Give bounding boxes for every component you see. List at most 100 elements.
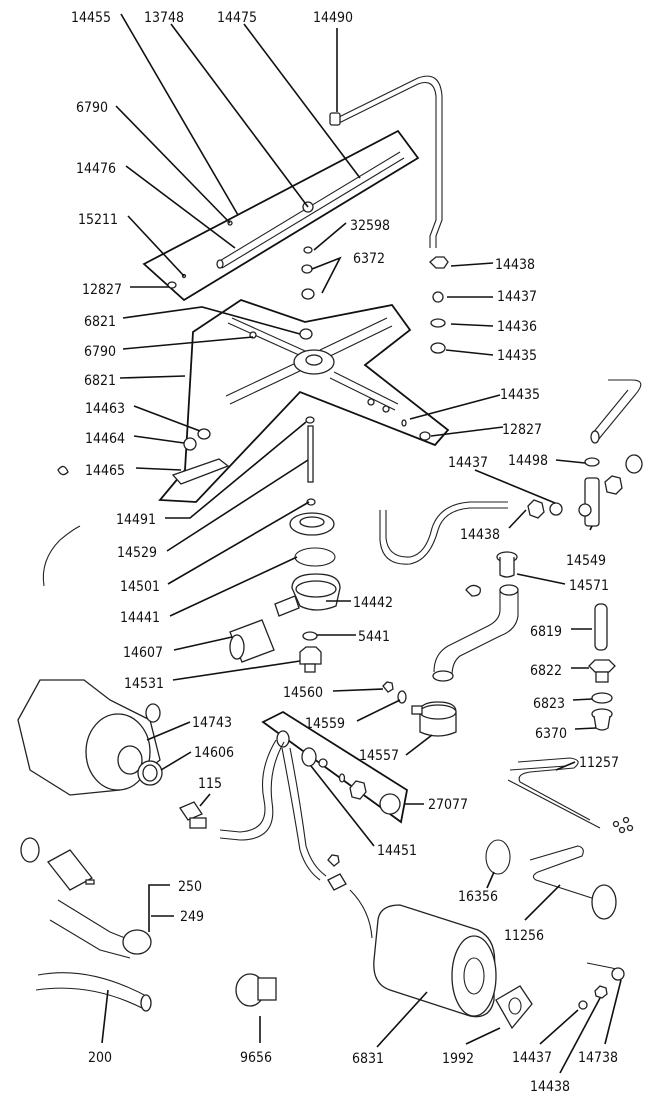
plug-12827	[419, 431, 431, 441]
leader-14606	[160, 751, 192, 771]
nut-14436	[430, 318, 446, 328]
flange-body	[499, 557, 515, 578]
label-14437: 14437	[512, 1050, 552, 1066]
middle-parts-group	[179, 681, 457, 939]
upper-spray-tube-edge	[221, 157, 405, 269]
leader-11256	[524, 884, 561, 921]
cap-part	[20, 837, 40, 863]
element-nut-2	[622, 816, 630, 824]
fitting-thread	[304, 663, 316, 673]
leader-14491	[165, 421, 307, 519]
label-14557: 14557	[359, 748, 399, 764]
gasket-14451	[301, 747, 317, 767]
label-14455: 14455	[71, 10, 111, 26]
leader-14435a	[445, 349, 494, 356]
arm-ne	[319, 317, 388, 351]
nut-14438	[429, 256, 449, 269]
nut-6822-thread	[595, 671, 609, 683]
element-11256-flange	[591, 884, 617, 920]
s-pipe-bottom	[432, 670, 454, 682]
label-14606: 14606	[194, 745, 234, 761]
right-bent-pipe	[597, 379, 642, 441]
label-14441: 14441	[120, 610, 160, 626]
label-6821: 6821	[84, 373, 116, 389]
pump-outlet	[117, 745, 143, 775]
feed-pipe-edge	[336, 81, 437, 248]
rod-6819	[594, 603, 608, 651]
oring-5441	[302, 631, 318, 641]
shaft-group	[229, 416, 341, 673]
arm-ne-edge	[325, 325, 393, 359]
hose-down-edge	[289, 747, 327, 877]
capacitor-stud	[85, 879, 95, 885]
hose-left	[219, 739, 277, 833]
pump-motor-group	[17, 679, 163, 796]
label-14438: 14438	[530, 1079, 570, 1095]
arm-nw	[227, 322, 311, 361]
label-14451: 14451	[377, 843, 417, 859]
leader-13748	[170, 23, 309, 208]
label-6372: 6372	[353, 251, 385, 267]
label-14464: 14464	[85, 431, 125, 447]
label-249: 249	[180, 909, 204, 925]
leader-14498	[555, 459, 586, 464]
pipe-nozzle	[329, 112, 341, 126]
lower-tray-outline	[158, 299, 450, 503]
label-14435: 14435	[500, 387, 540, 403]
label-14436: 14436	[497, 319, 537, 335]
label-14607: 14607	[123, 645, 163, 661]
leader-6372	[311, 256, 342, 294]
label-5441: 5441	[358, 629, 390, 645]
arm-sw	[229, 369, 303, 405]
tank-end	[451, 935, 497, 1017]
label-32598: 32598	[350, 218, 390, 234]
loose-wire	[42, 525, 81, 587]
leader-14529	[166, 459, 309, 552]
leader-14560	[332, 688, 384, 692]
label-14491: 14491	[116, 512, 156, 528]
valve-nut	[604, 475, 623, 495]
leader-14743	[146, 721, 191, 741]
leader-14557	[405, 734, 433, 756]
valve-115-port	[189, 817, 207, 829]
shaft-washer	[305, 416, 315, 424]
sleeve-14437c	[578, 1000, 588, 1010]
right-pipe-end	[590, 430, 600, 444]
tank-hose	[349, 889, 373, 939]
oring-14463	[197, 428, 211, 440]
seal-14465	[171, 458, 230, 485]
fitting-14531	[299, 646, 322, 665]
arm-se-edge	[333, 371, 399, 405]
element-nut-3	[618, 826, 626, 834]
leader-14438c	[559, 997, 601, 1074]
u-pipe	[379, 507, 508, 565]
gasket-1992	[495, 985, 533, 1030]
s-pipe	[433, 590, 501, 673]
leader-14607	[173, 636, 233, 651]
leader-14465	[135, 467, 182, 471]
bracket-cap	[379, 793, 401, 815]
seal-inner	[299, 516, 325, 528]
corrugated-hose-top	[37, 972, 151, 999]
housing-outlet	[274, 595, 300, 617]
label-14463: 14463	[85, 401, 125, 417]
label-12827: 12827	[502, 422, 542, 438]
part-number-labels: 14455 13748 14475 14490 6790 14476 15211…	[71, 10, 619, 1095]
leader-14435b	[409, 394, 501, 420]
label-14438: 14438	[495, 257, 535, 273]
leader-14501	[167, 501, 310, 585]
label-14475: 14475	[217, 10, 257, 26]
leader-14451	[310, 765, 375, 847]
label-6790: 6790	[84, 344, 116, 360]
leader-6831	[376, 991, 428, 1048]
shaft-14491	[307, 425, 314, 483]
capacitor	[47, 849, 93, 891]
pump-upper-port	[145, 703, 161, 723]
leader-6823	[572, 698, 593, 701]
oring-14498	[584, 457, 600, 467]
ring-14606-inner	[142, 764, 158, 782]
label-14743: 14743	[192, 715, 232, 731]
label-14571: 14571	[569, 578, 609, 594]
label-14498: 14498	[508, 453, 548, 469]
tee-nut	[327, 854, 340, 867]
